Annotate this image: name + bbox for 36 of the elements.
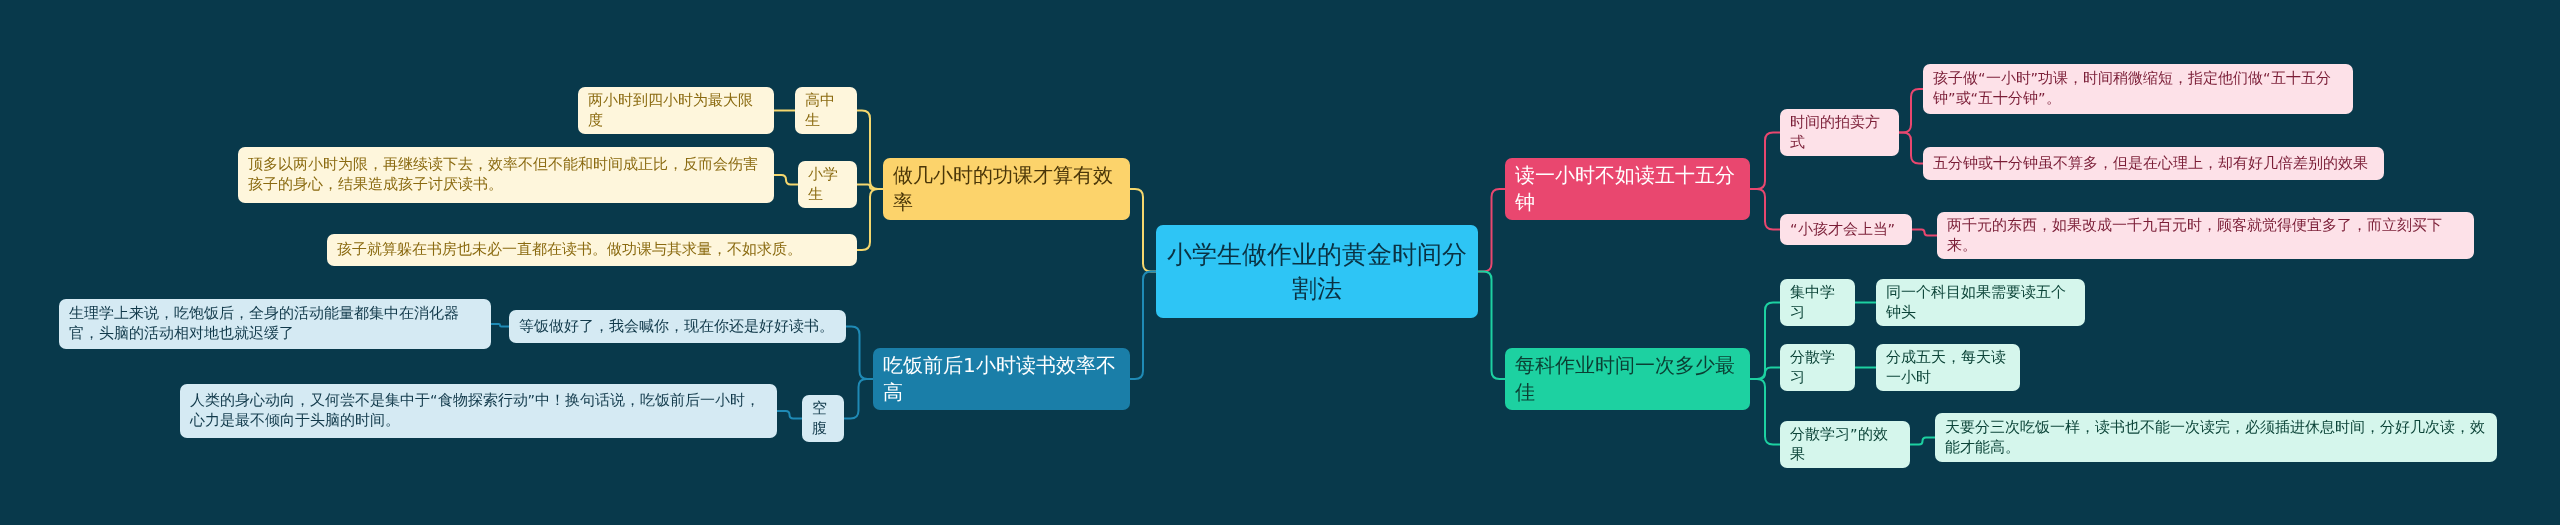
- connector-line: [776, 410, 803, 420]
- connector-line: [1909, 436, 1936, 446]
- leaf-box: 天要分三次吃饭一样，读书也不能一次读完，必须插进休息时间，分好几次读，效能才能高。: [1935, 413, 2497, 462]
- leaf-box: 五分钟或十分钟虽不算多，但是在心理上，却有好几倍差别的效果: [1923, 147, 2384, 180]
- connector-line: [1749, 188, 1781, 231]
- leaf-box: 孩子就算躲在书房也未必一直都在读书。做功课与其求量，不如求质。: [327, 234, 857, 266]
- branch-box: 每科作业时间一次多少最佳: [1505, 348, 1750, 410]
- leaf-box: 人类的身心动向，又何尝不是集中于“食物探索行动”中！换句话说，吃饭前后一小时，心力是最不倾向于头脑的时间。: [180, 384, 777, 438]
- connector-line: [1911, 228, 1938, 237]
- leaf-box: 时间的拍卖方式: [1780, 109, 1899, 157]
- branch-box: 做几小时的功课才算有效率: [883, 158, 1130, 220]
- leaf-box: 孩子做“一小时”功课，时间稍微缩短，指定他们做“五十五分钟”或“五十分钟”。: [1923, 64, 2353, 114]
- connector-line: [773, 174, 799, 186]
- leaf-box: 空腹: [802, 395, 844, 443]
- connector-line: [843, 378, 874, 420]
- leaf-box: 同一个科目如果需要读五个钟头: [1876, 279, 2085, 327]
- leaf-box: 分成五天，每天读一小时: [1876, 344, 2020, 392]
- leaf-box: 高中生: [795, 87, 857, 135]
- connector-line: [773, 109, 796, 112]
- connector-line: [490, 323, 510, 328]
- leaf-box: 两小时到四小时为最大限度: [578, 87, 774, 135]
- leaf-box: “小孩才会上当”: [1780, 214, 1912, 245]
- leaf-box: 生理学上来说，吃饱饭后，全身的活动能量都集中在消化器官，头脑的活动相对地也就迟缓了: [59, 299, 491, 349]
- branch-box: 吃饭前后1小时读书效率不高: [873, 348, 1130, 410]
- leaf-box: 小学生: [798, 161, 857, 209]
- leaf-box: 两千元的东西，如果改成一千九百元时，顾客就觉得便宜多了，而立刻买下来。: [1937, 212, 2474, 260]
- leaf-box: 等饭做好了，我会喊你，现在你还是好好读书。: [509, 310, 846, 343]
- leaf-box: 分散学习: [1780, 344, 1855, 392]
- connector-line: [1898, 131, 1924, 165]
- leaf-box: 集中学习: [1780, 279, 1855, 327]
- connector-line: [1854, 301, 1877, 304]
- topic-box: 小学生做作业的黄金时间分割法: [1156, 225, 1478, 318]
- leaf-box: 顶多以两小时为限，再继续读下去，效率不但不能和时间成正比，反而会伤害孩子的身心，结果造成孩子讨厌读书。: [238, 147, 774, 203]
- branch-box: 读一小时不如读五十五分钟: [1505, 158, 1750, 220]
- connector-line: [1854, 366, 1877, 369]
- leaf-box: 分散学习”的效果: [1780, 421, 1910, 469]
